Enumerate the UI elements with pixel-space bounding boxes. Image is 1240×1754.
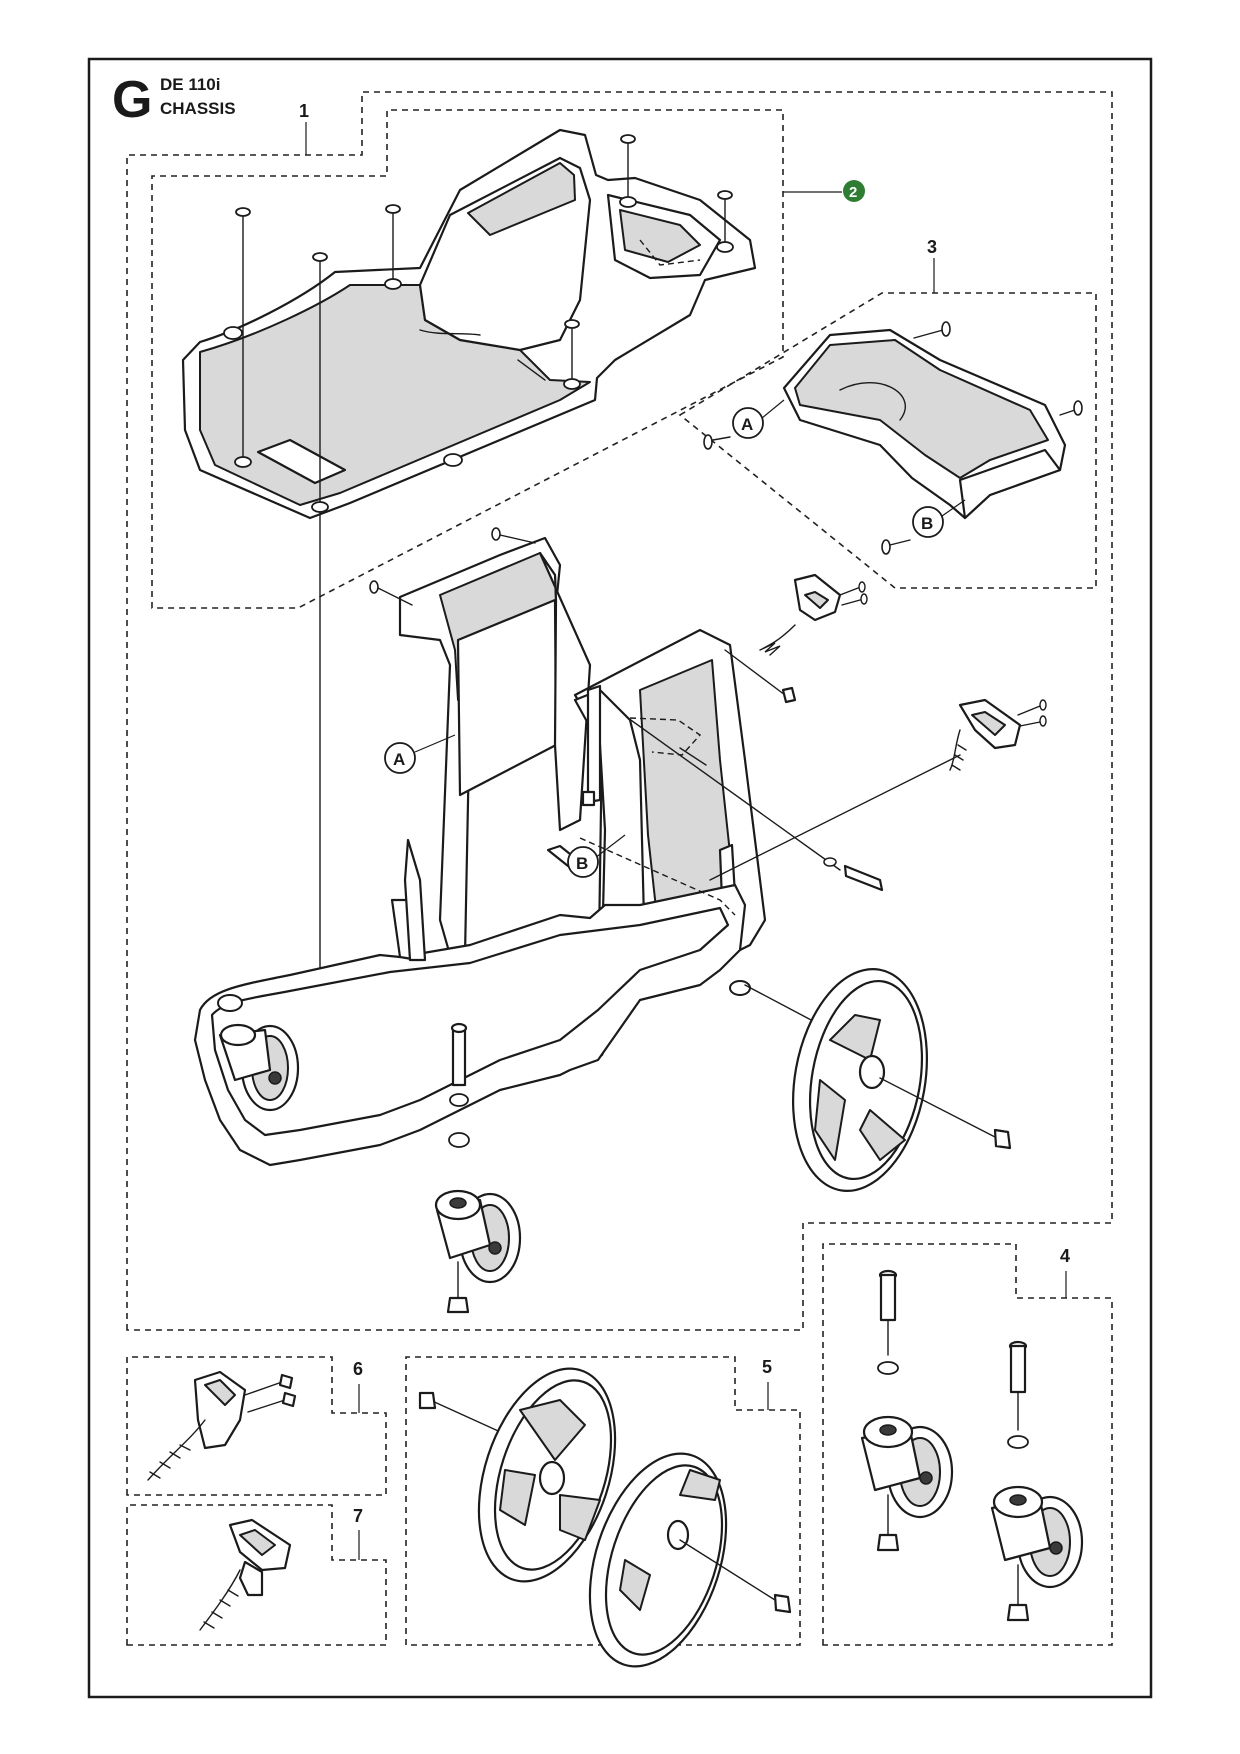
upright-hardware	[369, 527, 884, 916]
marker-b-rear: B	[912, 506, 944, 538]
marker-b-chassis-leader	[594, 834, 626, 859]
latch-kit-6-part	[147, 1370, 297, 1481]
page-border	[87, 57, 1153, 1699]
callout-2: 2	[849, 184, 857, 201]
chassis-wheel-right	[744, 968, 1012, 1192]
svg-text:B: B	[576, 854, 588, 873]
group-1-boundary	[126, 91, 1113, 1331]
callout-3: 3	[927, 237, 937, 257]
wheel-pair-part	[418, 1367, 792, 1668]
page-title: CHASSIS	[160, 99, 236, 118]
rear-tray-part	[703, 321, 1083, 555]
caster-2-part	[990, 1340, 1084, 1622]
chassis-frame-part	[193, 536, 767, 1167]
latch-7-part	[199, 1518, 292, 1631]
marker-a-rear: A	[732, 407, 764, 439]
chassis-caster-left	[218, 1023, 300, 1112]
latch-right-leader	[709, 754, 961, 881]
svg-text:A: A	[393, 750, 405, 769]
group-2-boundary	[151, 109, 784, 609]
caster-1-part	[860, 1269, 954, 1552]
group-7-boundary	[126, 1504, 387, 1646]
latch-upper	[759, 573, 868, 656]
group-3-boundary	[678, 292, 1097, 589]
group-4-boundary	[822, 1243, 1113, 1646]
callout-5: 5	[762, 1357, 772, 1377]
marker-b-chassis: B	[567, 846, 599, 878]
top-tray-part	[181, 128, 757, 520]
marker-a-chassis: A	[384, 742, 416, 774]
marker-a-chassis-leader	[414, 734, 456, 753]
svg-text:B: B	[921, 514, 933, 533]
callout-7: 7	[353, 1506, 363, 1526]
section-letter: G	[112, 71, 152, 129]
group-6-boundary	[126, 1356, 387, 1496]
callout-6: 6	[353, 1359, 363, 1379]
callout-1: 1	[299, 101, 309, 121]
callout-4: 4	[1060, 1246, 1070, 1266]
latch-right	[949, 698, 1047, 771]
callout-2-marker	[843, 180, 865, 202]
svg-text:A: A	[741, 415, 753, 434]
group-5-boundary	[405, 1356, 801, 1646]
model-name: DE 110i	[160, 75, 221, 94]
chassis-caster-center	[434, 1022, 522, 1314]
